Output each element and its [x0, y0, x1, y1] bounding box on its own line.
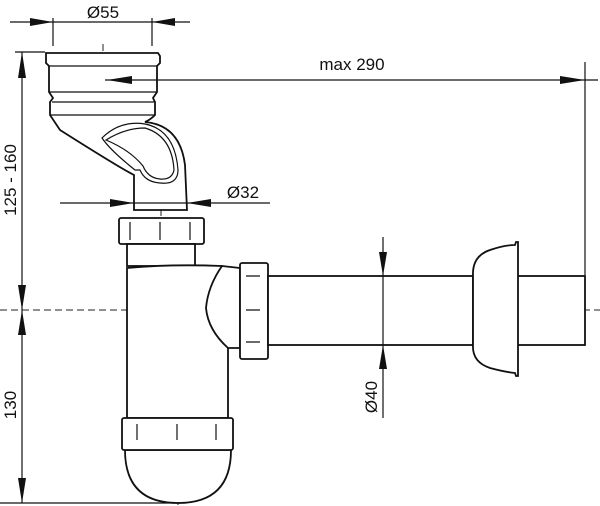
upper-nut [118, 217, 205, 267]
outlet-pipe [267, 241, 586, 377]
bottom-cup [121, 417, 234, 504]
inlet-diameter-label: Ø55 [87, 3, 119, 22]
tailpiece-diameter-label: Ø32 [227, 183, 259, 202]
inlet-collar [45, 52, 188, 211]
dimension-lines [0, 18, 598, 504]
upper-height-label: 125 - 160 [1, 144, 20, 216]
siphon-body [126, 264, 241, 419]
lower-height-label: 130 [1, 391, 20, 419]
max-length-label: max 290 [319, 55, 384, 74]
side-nut [239, 262, 269, 360]
outlet-diameter-label: Ø40 [362, 381, 381, 413]
